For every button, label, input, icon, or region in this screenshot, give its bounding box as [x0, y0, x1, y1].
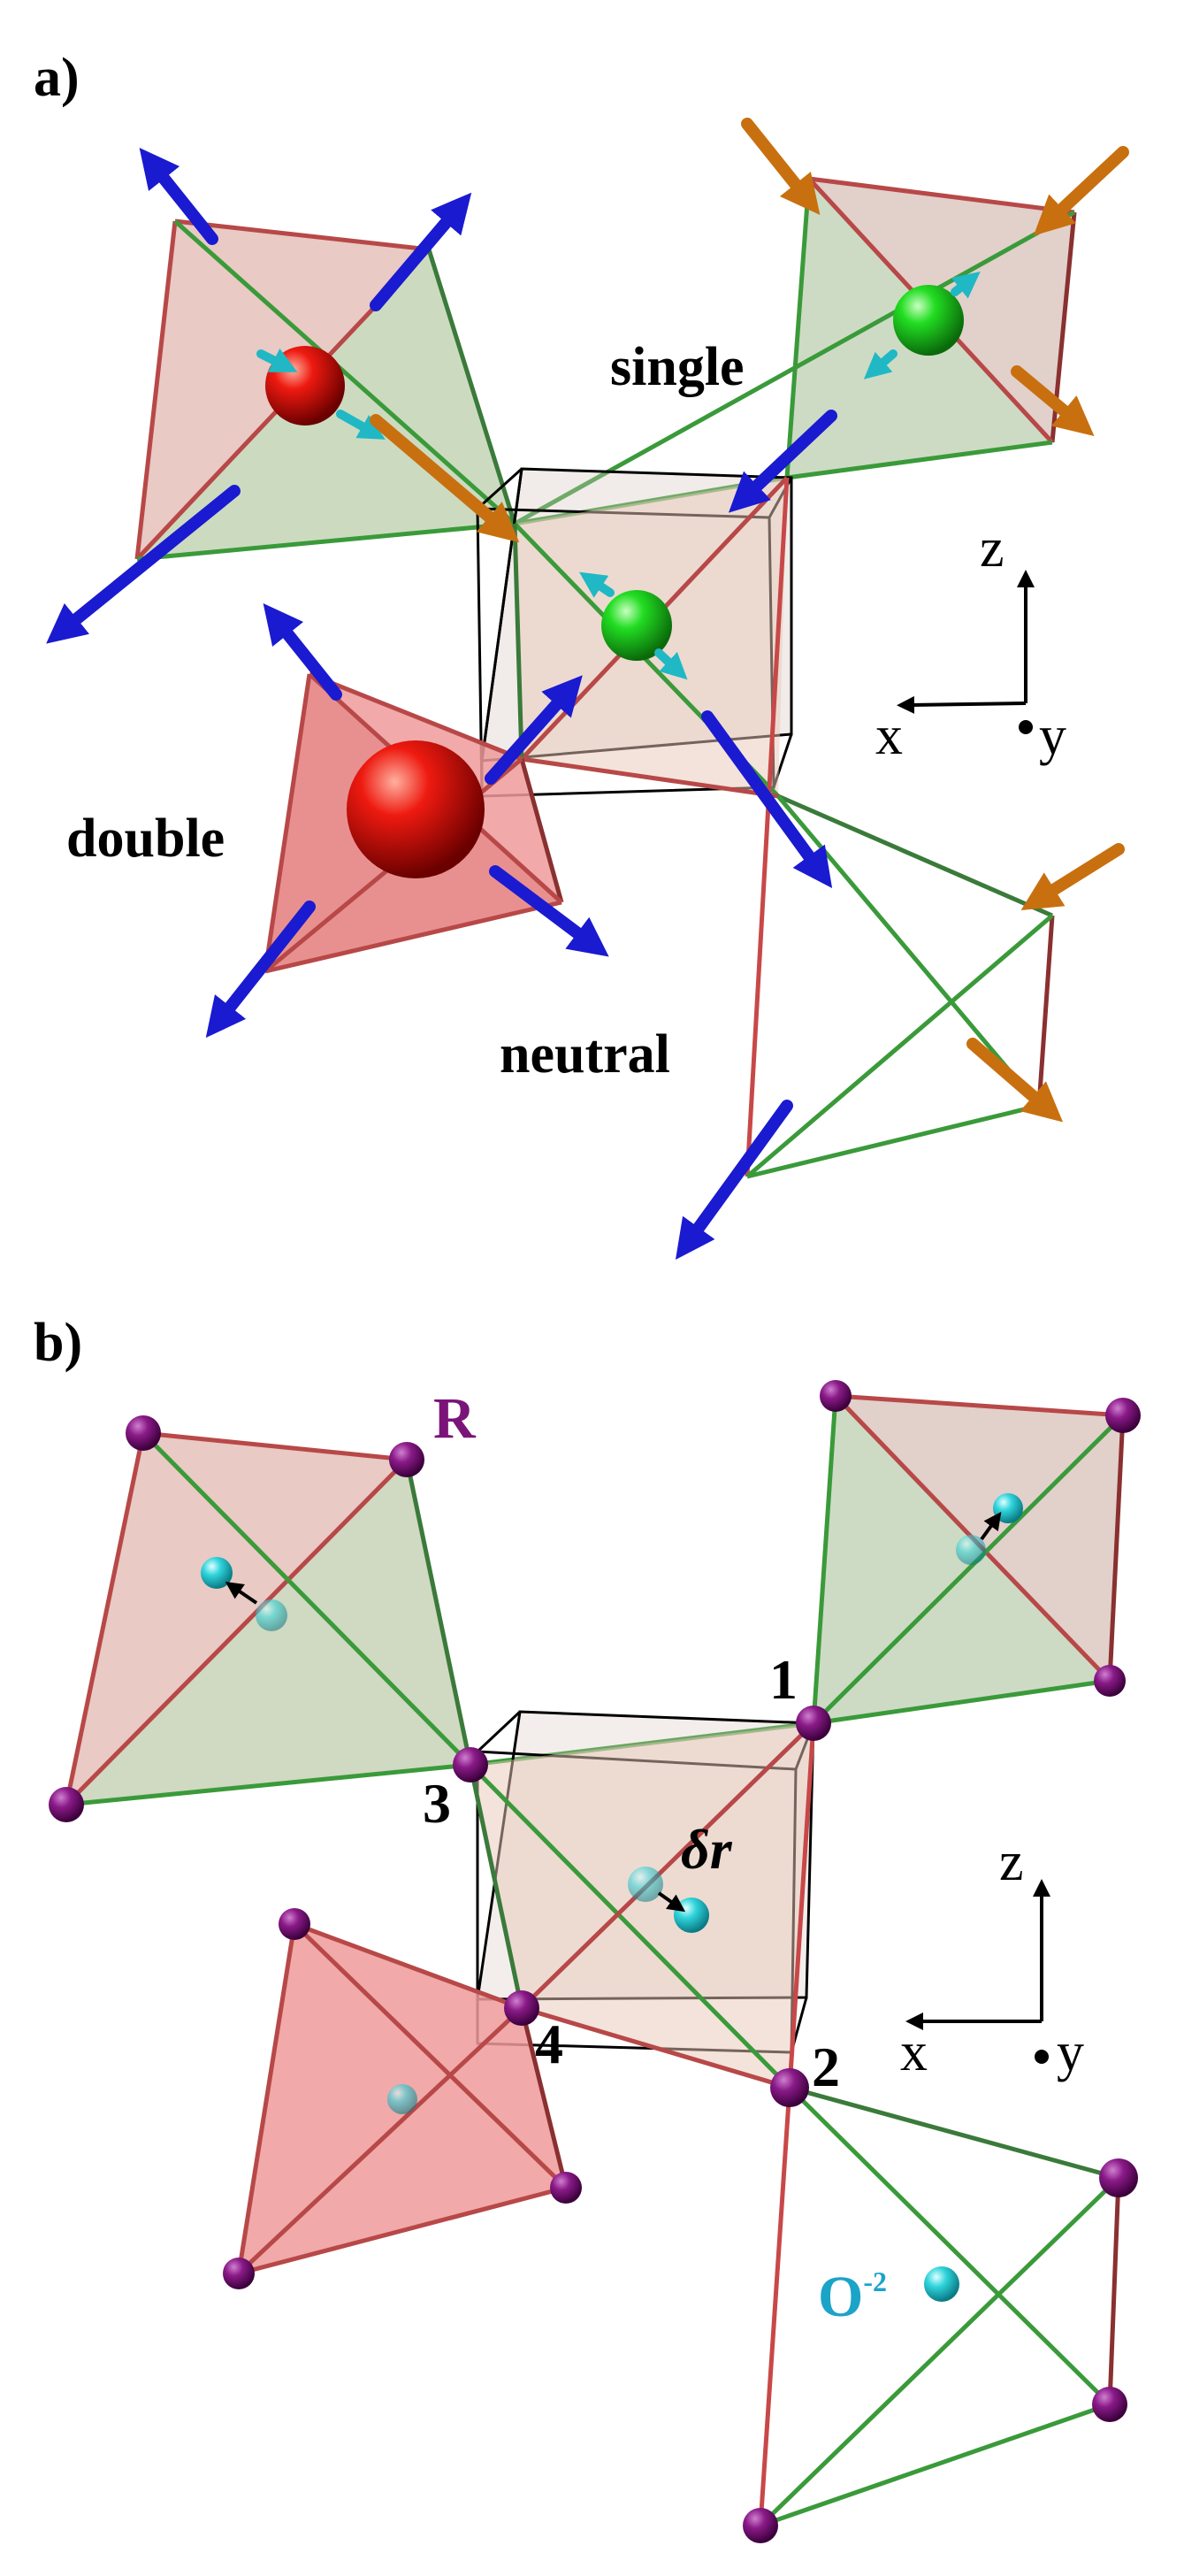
spin-arrow	[485, 675, 583, 785]
site-sphere	[49, 1787, 84, 1822]
label-single: single	[610, 337, 745, 397]
spin-arrow	[370, 414, 520, 543]
oxygen-ion	[256, 1599, 287, 1631]
spin-arrow	[728, 410, 837, 513]
charge-sphere-center	[601, 590, 672, 661]
charge-sphere-upper-right	[893, 285, 964, 356]
spin-arrows-orange	[370, 118, 1129, 1123]
site-sphere	[1094, 1665, 1126, 1697]
spin-arrow	[675, 1100, 793, 1261]
spin-arrow	[1033, 146, 1129, 236]
axis-z-label: z	[980, 518, 1004, 579]
oxygen-ion	[924, 2266, 959, 2302]
oxygen-ion	[993, 1493, 1023, 1523]
site-sphere	[550, 2172, 582, 2204]
oxygen-ion	[628, 1867, 663, 1902]
spin-arrow	[370, 192, 472, 311]
site-sphere	[1092, 2387, 1127, 2422]
oxygen-ion	[674, 1898, 709, 1933]
panel-b-label: b)	[34, 1313, 82, 1373]
spin-arrow	[1020, 843, 1125, 910]
spin-arrow	[46, 485, 241, 644]
spin-arrows-blue	[46, 148, 837, 1261]
spin-arrow	[701, 710, 833, 888]
label-site-2: 2	[812, 2036, 840, 2098]
label-site-1: 1	[769, 1648, 798, 1711]
site-sphere	[1099, 2158, 1138, 2197]
label-site-4: 4	[535, 2012, 563, 2075]
axis-y-label: y	[1039, 706, 1066, 766]
displacement-arrows	[225, 1512, 1002, 1913]
site-sphere-3	[453, 1747, 488, 1782]
site-sphere	[1105, 1398, 1141, 1433]
oxygen-ion	[387, 2084, 417, 2114]
dipole-arrows-a	[256, 272, 981, 680]
label-double: double	[66, 809, 225, 869]
site-sphere	[223, 2258, 255, 2289]
axes-indicator-a: z x y	[875, 518, 1066, 766]
tetrahedron-b-lower-right	[759, 2085, 1121, 2528]
label-displacement: δr	[681, 1818, 733, 1881]
axis-x-label: x	[875, 706, 903, 766]
label-rare-earth: R	[433, 1386, 477, 1451]
spin-arrow	[139, 148, 218, 245]
axes-indicator-b: z x y	[900, 1832, 1084, 2082]
charge-sphere-double	[347, 740, 485, 878]
spin-arrow	[263, 603, 342, 701]
oxygen-ion	[956, 1535, 986, 1565]
label-site-3: 3	[423, 1772, 451, 1835]
label-oxygen: O-2	[818, 2265, 887, 2329]
site-sphere-2	[770, 2068, 809, 2107]
site-sphere	[389, 1442, 424, 1477]
label-neutral: neutral	[500, 1024, 670, 1085]
spin-arrow	[1011, 365, 1095, 436]
spin-arrow	[966, 1038, 1064, 1123]
axis-y-label: y	[1057, 2022, 1084, 2082]
spin-arrow	[489, 865, 609, 957]
rare-earth-sites	[49, 1380, 1141, 2543]
site-sphere	[820, 1380, 852, 1412]
site-sphere-1	[796, 1706, 831, 1741]
site-sphere	[126, 1415, 161, 1451]
oxygen-ion	[201, 1557, 233, 1589]
axis-z-label: z	[999, 1832, 1024, 1892]
axis-x-label: x	[900, 2022, 928, 2082]
site-sphere	[279, 1908, 310, 1940]
spin-arrow	[205, 901, 316, 1039]
panel-b: b)	[34, 1313, 1141, 2543]
tetrahedron-lower-right	[745, 794, 1055, 1179]
oxygen-ions	[201, 1493, 1023, 2302]
panel-a: a)	[34, 48, 1129, 1261]
site-sphere-4	[504, 1990, 539, 2026]
spin-arrow	[741, 118, 821, 215]
panel-a-label: a)	[34, 48, 80, 108]
site-sphere	[743, 2508, 778, 2543]
central-tetrahedron-b	[468, 1721, 816, 2526]
